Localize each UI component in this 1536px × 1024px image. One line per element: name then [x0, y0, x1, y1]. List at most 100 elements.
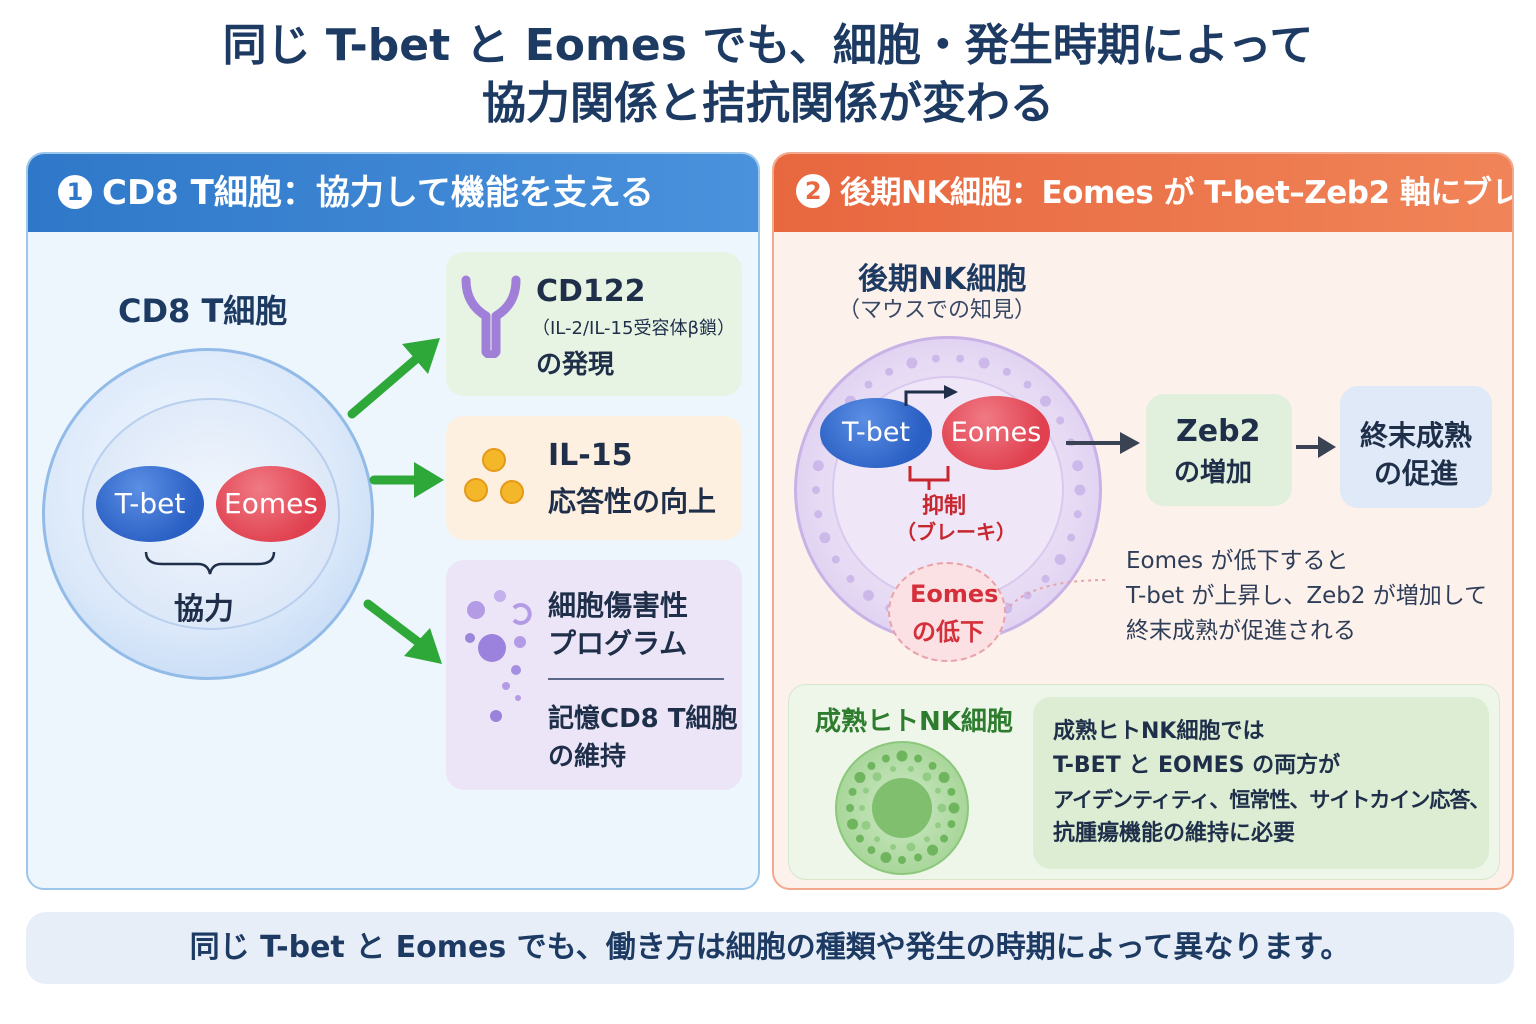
granule-dot [812, 486, 820, 494]
granule-dot [898, 856, 906, 864]
arrow-down-right-icon [363, 599, 442, 664]
granule-dot [890, 843, 897, 850]
dotted-connector [1009, 579, 1107, 607]
granule-dot [906, 357, 918, 369]
human-nk-text-line2: T-BET と EOMES の両方が [1053, 753, 1341, 778]
granule-dot [931, 354, 940, 363]
inhibition-bar-icon [908, 466, 950, 490]
panel-number-2: 2 [796, 174, 830, 208]
cooperation-brace-icon [144, 551, 276, 575]
granule-dot [862, 787, 869, 794]
granule-dot [846, 574, 855, 583]
right-panel: 2 後期NK細胞：Eomes が T-bet–Zeb2 軸にブレーキ 後期NK細胞… [772, 152, 1514, 890]
granule-dot [938, 771, 950, 783]
eomes-low-label1: Eomes [910, 580, 999, 608]
granule-dot [1040, 395, 1052, 407]
right-panel-header-text: 後期NK細胞：Eomes が T-bet–Zeb2 軸にブレーキ [840, 175, 1514, 211]
main-title-line1: 同じ T-bet と Eomes でも、細胞・発生時期によって [222, 20, 1314, 71]
activation-arrow-icon [904, 385, 958, 406]
granule-dot [846, 804, 854, 812]
granule-dot [867, 761, 876, 770]
cytotoxic-box: 細胞傷害性 プログラム 記憶CD8 T細胞 の維持 [446, 560, 742, 790]
granule-dot [1002, 367, 1011, 376]
granule-dot [956, 354, 965, 363]
brake-label: （ブレーキ） [896, 520, 1016, 544]
granule-dot [927, 844, 939, 856]
granule-dot [881, 754, 890, 763]
granule-dot [947, 820, 956, 829]
human-nk-panel: 成熟ヒトNK細胞 成熟ヒトNK細胞では T-BET と EOMES の両方が ア… [788, 684, 1500, 880]
granule-dot [928, 761, 937, 770]
cd8-cell-label: CD8 T細胞 [118, 292, 288, 330]
human-nk-granules [846, 750, 960, 864]
late-nk-label: 後期NK細胞 [858, 262, 1027, 297]
human-nk-text-line3: アイデンティティ、恒常性、サイトカイン応答、 [1053, 788, 1490, 812]
cd122-subtitle: （IL-2/IL-15受容体β鎖） [532, 318, 735, 339]
granule-dot [1074, 484, 1086, 496]
eomes-low-circle [888, 562, 1006, 662]
granule-dot [855, 834, 864, 843]
nk-note-line2: T-bet が上昇し、Zeb2 が増加して [1126, 583, 1488, 609]
granule-dot [812, 460, 824, 472]
granule-dot [948, 802, 960, 814]
human-nk-text: 成熟ヒトNK細胞では T-BET と EOMES の両方が アイデンティティ、恒… [1053, 715, 1490, 851]
granule-dot [874, 836, 881, 843]
zeb2-box: Zeb2 の増加 [1146, 394, 1292, 506]
mature-label2: の促進 [1374, 457, 1459, 490]
cytotoxic-divider [548, 678, 724, 680]
granule-dot [859, 805, 865, 811]
granule-dot [907, 766, 914, 773]
main-title-line2: 協力関係と拮抗関係が変わる [482, 78, 1054, 129]
granule-dot [935, 787, 942, 794]
granule-dot [861, 820, 871, 830]
granule-dot [922, 772, 932, 782]
granule-dot [937, 803, 947, 813]
mature-box: 終末成熟 の促進 [1340, 386, 1492, 508]
granule-dot [862, 589, 874, 601]
human-nk-text-line4: 抗腫瘍機能の維持に必要 [1053, 821, 1296, 846]
arrow-up-right-icon [347, 338, 440, 419]
granule-dot [1067, 533, 1076, 542]
granule-dot [1056, 416, 1065, 425]
il15-box: IL-15 応答性の向上 [446, 416, 742, 540]
granule-dot [947, 787, 956, 796]
granule-dot [880, 851, 892, 863]
inhibit-label: 抑制 [922, 494, 967, 519]
granule-dot [1023, 380, 1032, 389]
arrow-right-icon [369, 462, 444, 498]
granule-dot [864, 380, 873, 389]
human-nk-text-line1: 成熟ヒトNK細胞では [1053, 719, 1265, 744]
arrow-to-zeb2-icon [1066, 432, 1140, 454]
zeb2-label1: Zeb2 [1176, 414, 1261, 449]
granule-dot [914, 754, 923, 763]
left-panel-header-text: CD8 T細胞：協力して機能を支える [102, 173, 654, 213]
human-nk-label: 成熟ヒトNK細胞 [815, 707, 1013, 737]
arrow-to-mature-icon [1296, 436, 1336, 458]
nk-tbet-oval: T-bet [820, 398, 932, 468]
nk-eomes-oval: Eomes [942, 396, 1050, 470]
receptor-icon [461, 275, 521, 358]
granule-dot [978, 357, 990, 369]
granule-dot [847, 818, 859, 830]
granule-dot [848, 787, 857, 796]
nk-note-line3: 終末成熟が促進される [1126, 618, 1356, 644]
cooperation-label: 協力 [174, 592, 234, 627]
eomes-low-label2: の低下 [912, 618, 984, 646]
granules-icon [465, 590, 532, 722]
cd122-title: CD122 [536, 274, 646, 309]
nk-note-line1: Eomes が低下すると [1126, 548, 1349, 574]
late-nk-sublabel: （マウスでの知見） [838, 298, 1037, 323]
cd122-text: の発現 [536, 350, 615, 380]
cytotoxic-title2: プログラム [548, 627, 688, 660]
zeb2-label2: の増加 [1174, 458, 1253, 488]
granule-dot [935, 822, 942, 829]
granule-dot [940, 834, 949, 843]
cd122-box: CD122 （IL-2/IL-15受容体β鎖） の発現 [446, 252, 742, 396]
footer-banner: 同じ T-bet と Eomes でも、働き方は細胞の種類や発生の時期によって異… [26, 912, 1514, 984]
granule-dot [906, 842, 916, 852]
granule-dot [1041, 574, 1050, 583]
il15-molecules-icon [464, 448, 524, 504]
mature-label1: 終末成熟 [1360, 419, 1473, 452]
